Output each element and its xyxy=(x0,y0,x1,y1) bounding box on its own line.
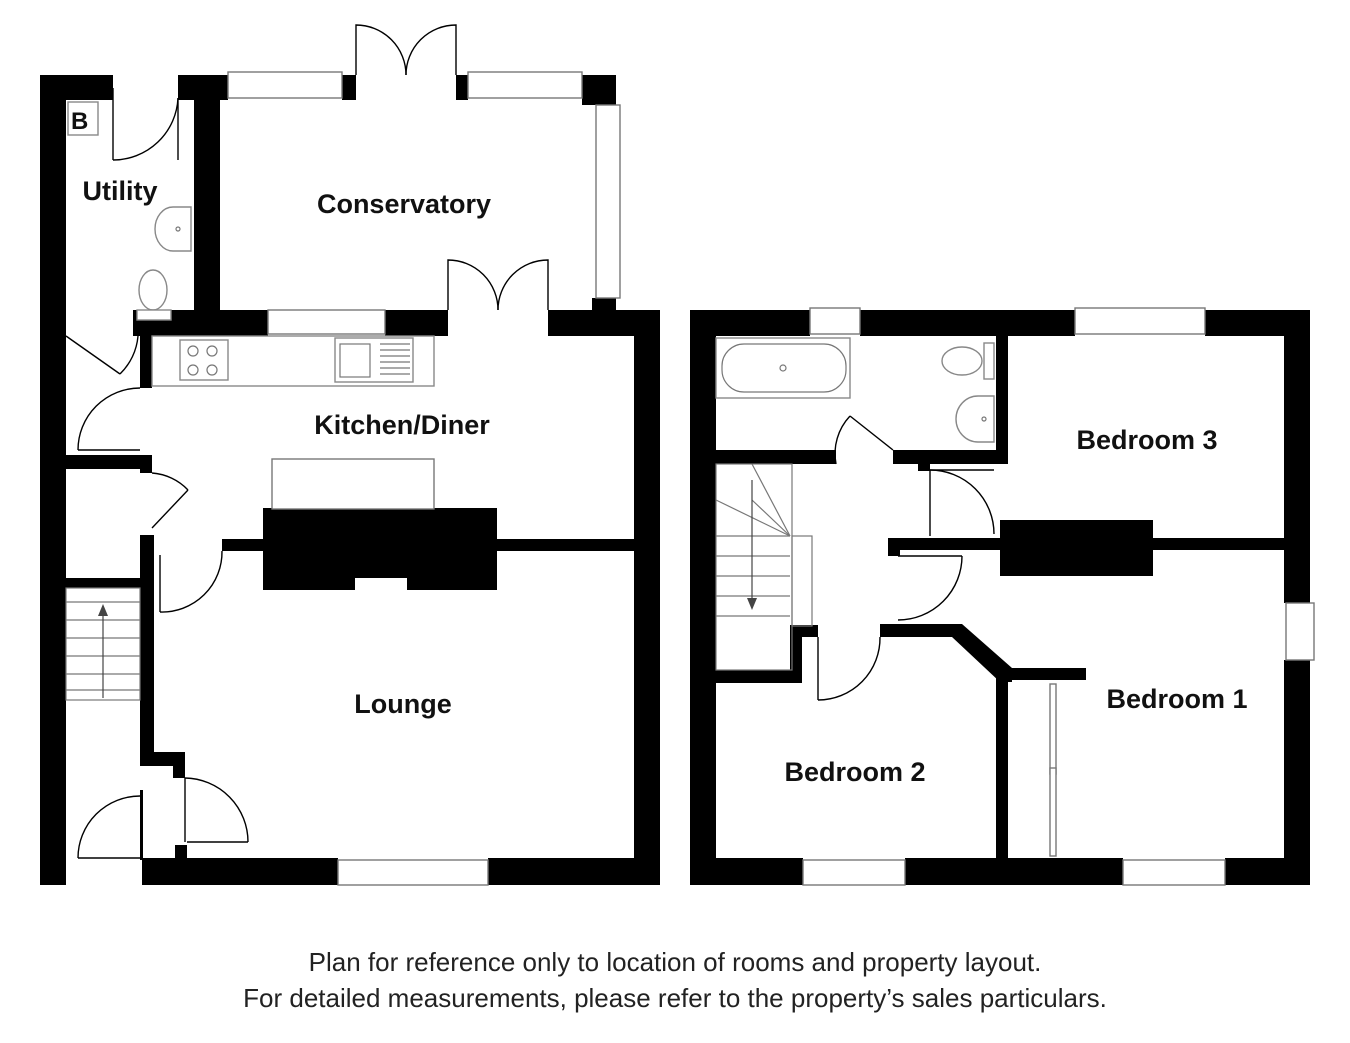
room-label-bedroom1: Bedroom 1 xyxy=(1106,684,1247,714)
bedroom2-window xyxy=(802,859,906,886)
lounge-door xyxy=(159,550,223,613)
ground-floor-plan: B Utility Conservatory Kitchen/Diner Lou… xyxy=(40,24,660,886)
conservatory-window-left xyxy=(227,71,343,99)
bathroom-basin-icon xyxy=(955,395,995,443)
lounge-window xyxy=(337,859,489,886)
utility-door xyxy=(112,88,179,161)
bedroom1-side-window xyxy=(1285,602,1315,661)
room-label-kitchen: Kitchen/Diner xyxy=(314,410,490,440)
wardrobe-door-top xyxy=(1049,683,1057,775)
utility-basin-icon xyxy=(154,206,192,252)
ground-floor-stairs xyxy=(65,587,141,701)
bedroom3-door xyxy=(929,469,995,536)
bedroom1-window xyxy=(1122,859,1226,886)
kitchen-table xyxy=(271,458,435,510)
bathroom-door xyxy=(834,415,894,465)
bedroom3-window xyxy=(1074,307,1206,335)
conservatory-window-side xyxy=(595,104,621,299)
room-label-lounge: Lounge xyxy=(354,689,451,719)
boiler-box xyxy=(67,101,99,136)
sink-icon xyxy=(334,337,414,383)
boiler-label: B xyxy=(71,108,88,135)
disclaimer-line-2: For detailed measurements, please refer … xyxy=(243,983,1107,1013)
bath-icon xyxy=(715,337,851,399)
room-label-conservatory: Conservatory xyxy=(317,189,491,219)
utility-toilet-icon xyxy=(136,269,172,321)
bedroom2-door xyxy=(817,636,881,701)
room-label-bedroom3: Bedroom 3 xyxy=(1076,425,1217,455)
kitchen-window xyxy=(267,309,386,335)
conservatory-window-right xyxy=(467,71,583,99)
disclaimer-line-1: Plan for reference only to location of r… xyxy=(308,947,1042,977)
first-floor-plan: Bedroom 3 Bedroom 1 Bedroom 2 xyxy=(690,307,1315,886)
kitchen-counter xyxy=(151,335,435,387)
utility-inner-door xyxy=(65,335,139,375)
front-door xyxy=(77,795,141,859)
kitchen-french-doors xyxy=(447,259,549,311)
first-floor-stairs xyxy=(715,463,813,671)
lounge-entry-door xyxy=(184,777,249,843)
hall-door xyxy=(151,472,189,529)
hob-icon xyxy=(179,339,229,381)
bathroom-window xyxy=(809,307,861,335)
bedroom1-door xyxy=(897,555,963,621)
bathroom-toilet-icon xyxy=(941,342,995,380)
wardrobe-door-bottom xyxy=(1049,767,1057,857)
conservatory-french-doors xyxy=(355,24,457,76)
kitchen-side-door xyxy=(77,387,141,451)
room-label-bedroom2: Bedroom 2 xyxy=(784,757,925,787)
room-label-utility: Utility xyxy=(82,176,157,206)
